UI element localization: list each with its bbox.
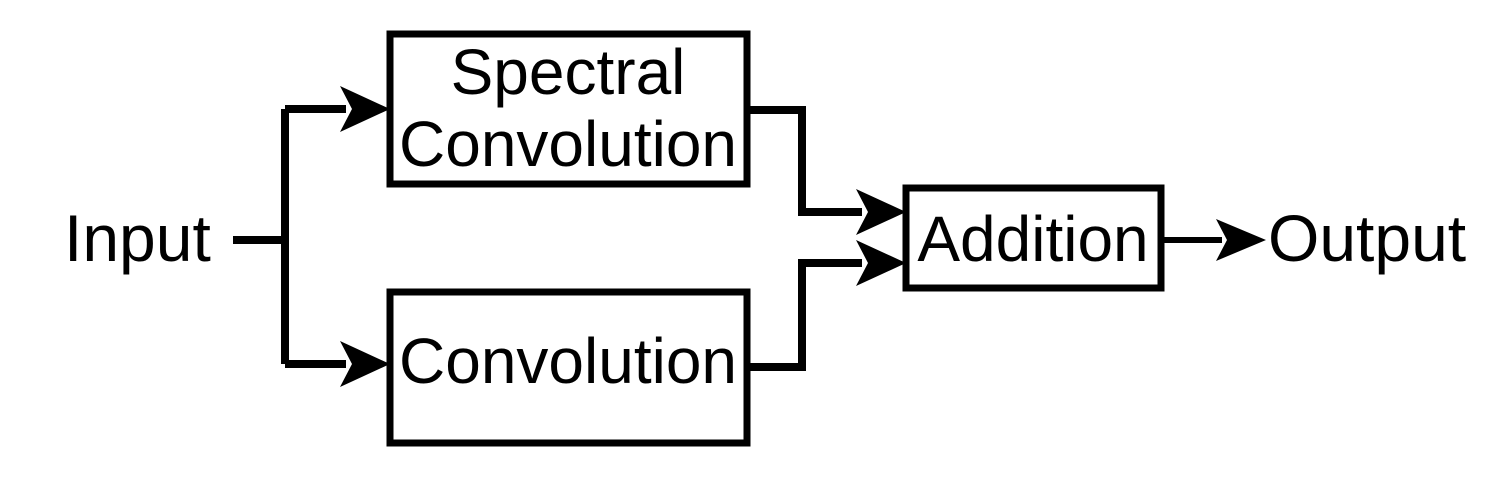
spectral-convolution-box: [386, 30, 751, 188]
arrowhead-into-spectral: [340, 86, 390, 132]
addition-box: [902, 184, 1165, 292]
input-label: Input: [64, 201, 211, 275]
spectral-convolution-label-line2: Convolution: [399, 108, 737, 180]
arrowhead-spectral-into-addition: [856, 189, 906, 235]
node-convolution[interactable]: Convolution: [386, 288, 751, 447]
node-addition[interactable]: Addition: [902, 184, 1165, 292]
convolution-box: [386, 288, 751, 447]
arrowhead-into-conv: [340, 341, 390, 387]
convolution-label: Convolution: [399, 325, 737, 397]
spectral-convolution-label-line1: Spectral: [451, 36, 686, 108]
node-spectral-convolution[interactable]: Spectral Convolution: [386, 30, 751, 188]
arrowhead-conv-into-addition: [856, 240, 906, 286]
arrowhead-into-output: [1216, 219, 1266, 261]
addition-label: Addition: [917, 203, 1148, 275]
edge-conv-to-addition: [750, 259, 862, 371]
output-label: Output: [1268, 201, 1466, 275]
edge-spectral-to-addition: [750, 106, 862, 216]
